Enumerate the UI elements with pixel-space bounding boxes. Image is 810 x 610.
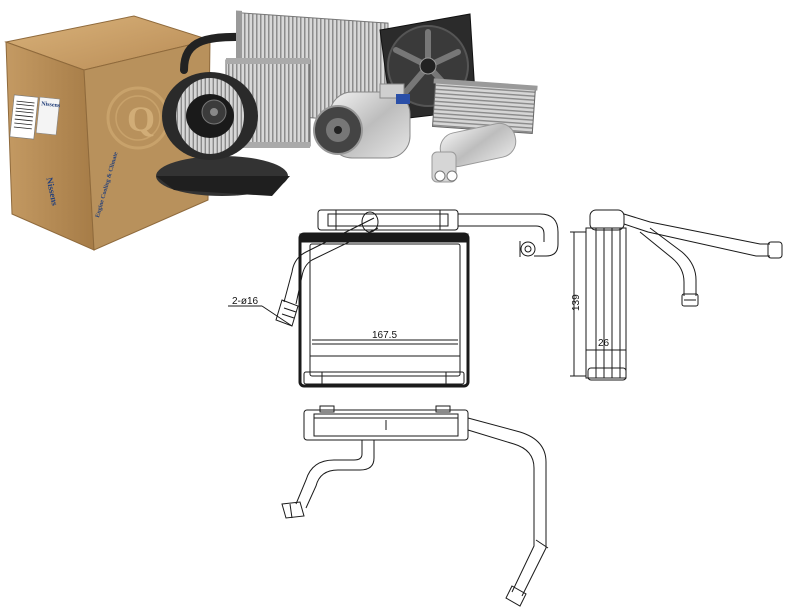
heater-core-part (431, 78, 538, 134)
width-dimension-label: 167.5 (372, 330, 397, 341)
bottom-view (281, 405, 549, 607)
receiver-drier-part (431, 122, 517, 183)
depth-dimension-label: 26 (598, 338, 610, 349)
front-top-tank (317, 209, 459, 231)
front-core-top-bar (299, 233, 469, 243)
compressor-part (313, 83, 411, 159)
blower-motor-part (156, 72, 290, 196)
side-core (585, 227, 627, 379)
box-label-logo: Nissens (41, 101, 61, 109)
front-core-frame (298, 232, 470, 388)
technical-drawing: 2-ø16 167.5 (228, 209, 783, 607)
side-top-tank (589, 209, 625, 231)
bottom-core (303, 409, 469, 441)
front-inlet-pipe (275, 211, 379, 327)
product-photo: Nissens Nissens Engine Cooling & Climate… (4, 10, 538, 251)
diameter-dimension-label: 2-ø16 (232, 296, 259, 307)
side-view (570, 209, 783, 381)
bottom-outlet-pipe (467, 417, 549, 607)
front-outlet-pipe (458, 213, 559, 257)
seal-letter: Q (127, 99, 155, 139)
height-dimension-label: 139 (571, 294, 582, 311)
bottom-inlet-pipe (281, 440, 375, 519)
front-view (228, 209, 559, 388)
side-outlet-pipe (623, 213, 783, 307)
